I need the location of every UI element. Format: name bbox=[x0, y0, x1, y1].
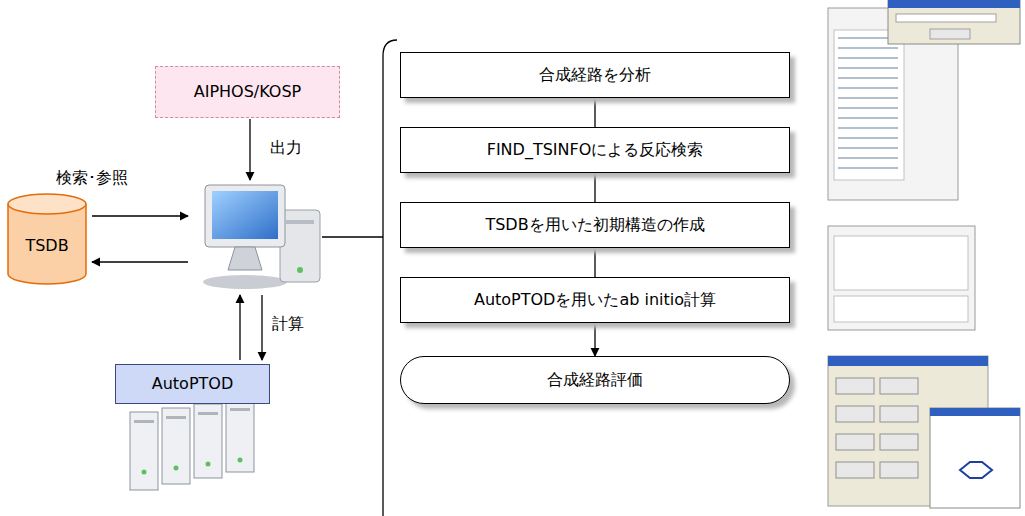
arrow-label: 出力 bbox=[268, 138, 304, 159]
node-text: TSDBを用いた初期構造の作成 bbox=[485, 215, 704, 234]
arrow-label: 検索･参照 bbox=[54, 168, 130, 189]
terminal-box: 合成経路評価 bbox=[400, 356, 790, 404]
computer-icon bbox=[203, 185, 320, 289]
node-text: AutoPTODを用いたab initio計算 bbox=[474, 290, 716, 309]
process-box: 合成経路を分析 bbox=[400, 52, 790, 98]
node-text: 合成経路を分析 bbox=[539, 65, 651, 84]
flow-connector bbox=[594, 173, 595, 202]
bracket bbox=[383, 40, 397, 516]
source-box: AIPHOS/KOSP bbox=[155, 66, 340, 118]
process-box: AutoPTODを用いたab initio計算 bbox=[400, 277, 790, 323]
node-text: AutoPTOD bbox=[152, 374, 233, 393]
process-box: TSDBを用いた初期構造の作成 bbox=[400, 202, 790, 248]
screenshot bbox=[828, 0, 1020, 508]
arrow bbox=[261, 295, 262, 360]
server-icon bbox=[130, 400, 254, 490]
flow-connector bbox=[594, 323, 595, 356]
arrow-label: 計算 bbox=[270, 314, 306, 335]
flow-connector bbox=[594, 98, 595, 127]
node-text: FIND_TSINFOによる反応検索 bbox=[487, 140, 704, 159]
node-text: 合成経路評価 bbox=[547, 370, 643, 389]
arrow bbox=[92, 215, 188, 216]
process-box: FIND_TSINFOによる反応検索 bbox=[400, 127, 790, 173]
database-cylinder: TSDB bbox=[6, 192, 88, 286]
arrow bbox=[239, 295, 240, 360]
arrow bbox=[249, 119, 250, 180]
arrow bbox=[92, 261, 188, 262]
link-line bbox=[322, 236, 383, 237]
node-text: AIPHOS/KOSP bbox=[194, 82, 302, 101]
system-box: AutoPTOD bbox=[115, 364, 270, 404]
flow-connector bbox=[594, 248, 595, 277]
node-text: TSDB bbox=[25, 236, 68, 255]
